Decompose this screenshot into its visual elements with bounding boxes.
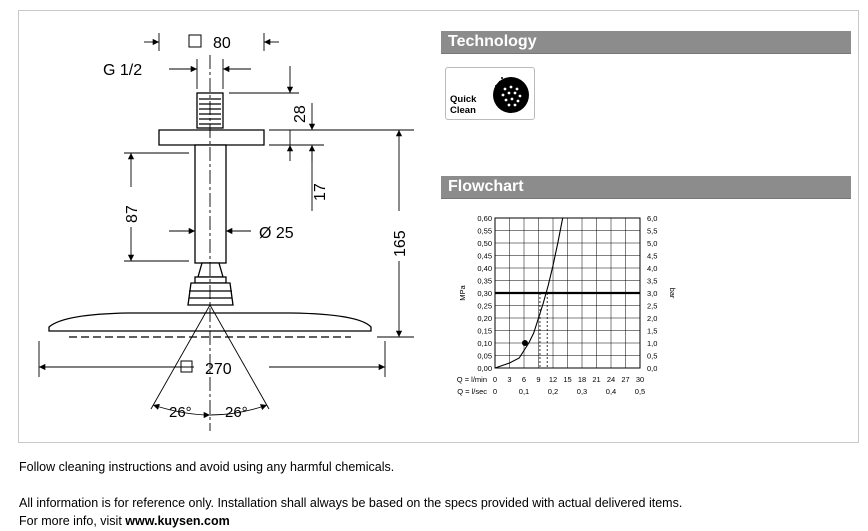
y-tick-mpa: 0,60 — [477, 214, 492, 223]
y-tick-mpa: 0,55 — [477, 227, 492, 236]
y-tick-bar: 5,0 — [647, 239, 657, 248]
flow-marker-point — [521, 340, 528, 346]
series-group — [494, 217, 564, 369]
x-tick-lmin: 21 — [592, 375, 600, 384]
product-spec-panel: 80 G 1/2 28 17 87 165 Ø 25 270 26° 26° T… — [18, 10, 859, 443]
x-tick-lmin: 0 — [493, 375, 497, 384]
y-tick-bar: 6,0 — [647, 214, 657, 223]
y-tick-bar: 5,5 — [647, 227, 657, 236]
technical-drawing: 80 G 1/2 28 17 87 165 Ø 25 270 26° 26° — [38, 33, 414, 431]
x-tick-lsec: 0,4 — [606, 387, 616, 396]
quick-clean-badge: Quick Clean — [445, 67, 535, 120]
y-tick-bar: 2,5 — [647, 302, 657, 311]
y-axis-label-mpa: MPa — [458, 284, 467, 300]
y-tick-bar: 1,0 — [647, 339, 657, 348]
dim-thread: G 1/2 — [103, 62, 142, 79]
dim-angle-left: 26° — [169, 404, 192, 421]
dim-17: 17 — [312, 183, 329, 201]
x-tick-lmin: 12 — [549, 375, 557, 384]
x-tick-lmin: 15 — [563, 375, 571, 384]
x-tick-lsec: 0,1 — [519, 387, 529, 396]
y-tick-mpa: 0,30 — [477, 289, 492, 298]
x-axis-label-lmin: Q = l/min — [457, 375, 487, 384]
y-tick-mpa: 0,35 — [477, 277, 492, 286]
x-tick-lmin: 30 — [636, 375, 644, 384]
y-tick-bar: 4,5 — [647, 252, 657, 261]
reference-line-group — [495, 291, 640, 368]
y-tick-mpa: 0,15 — [477, 327, 492, 336]
dim-270: 270 — [205, 361, 232, 378]
flow-curve — [494, 217, 564, 369]
dim-angle-right: 26° — [225, 404, 248, 421]
x-tick-lmin: 27 — [621, 375, 629, 384]
y-axis-label-bar: bar — [668, 288, 677, 299]
footer-more-info-prefix: For more info, visit — [19, 514, 126, 528]
y-tick-bar: 3,0 — [647, 289, 657, 298]
x-tick-lmin: 6 — [522, 375, 526, 384]
footer-disclaimer: All information is for reference only. I… — [19, 496, 683, 510]
quick-clean-label: Quick Clean — [450, 94, 477, 116]
y-tick-bar: 2,0 — [647, 314, 657, 323]
y-tick-bar: 4,0 — [647, 264, 657, 273]
y-tick-mpa: 0,10 — [477, 339, 492, 348]
x-tick-lmin: 24 — [607, 375, 615, 384]
flowchart-header: Flowchart — [441, 176, 851, 199]
dim-165: 165 — [392, 230, 409, 257]
quick-clean-spray-icon — [493, 77, 529, 113]
x-tick-lmin: 3 — [507, 375, 511, 384]
x-tick-lmin: 18 — [578, 375, 586, 384]
footer-more-info: For more info, visit www.kuysen.com — [19, 514, 230, 528]
y-tick-bar: 0,0 — [647, 364, 657, 373]
x-tick-lsec: 0,3 — [577, 387, 587, 396]
technology-header: Technology — [441, 31, 851, 54]
y-tick-bar: 0,5 — [647, 352, 657, 361]
dim-87: 87 — [124, 205, 141, 223]
y-tick-mpa: 0,45 — [477, 252, 492, 261]
y-tick-mpa: 0,40 — [477, 264, 492, 273]
x-tick-lsec: 0 — [493, 387, 497, 396]
website-link[interactable]: www.kuysen.com — [125, 514, 230, 528]
y-tick-mpa: 0,05 — [477, 352, 492, 361]
x-axis-label-lsec: Q = l/sec — [457, 387, 487, 396]
technology-header-label: Technology — [448, 33, 537, 50]
x-tick-lmin: 9 — [536, 375, 540, 384]
flowchart-header-label: Flowchart — [448, 178, 524, 195]
y-tick-mpa: 0,25 — [477, 302, 492, 311]
dim-top-width: 80 — [213, 35, 231, 52]
y-tick-mpa: 0,00 — [477, 364, 492, 373]
x-tick-lsec: 0,2 — [548, 387, 558, 396]
dim-28: 28 — [292, 105, 309, 123]
y-tick-bar: 1,5 — [647, 327, 657, 336]
dim-diameter: Ø 25 — [259, 225, 294, 242]
y-tick-mpa: 0,50 — [477, 239, 492, 248]
y-tick-bar: 3,5 — [647, 277, 657, 286]
y-tick-mpa: 0,20 — [477, 314, 492, 323]
x-tick-lsec: 0,5 — [635, 387, 645, 396]
footer-cleaning-note: Follow cleaning instructions and avoid u… — [19, 460, 395, 474]
